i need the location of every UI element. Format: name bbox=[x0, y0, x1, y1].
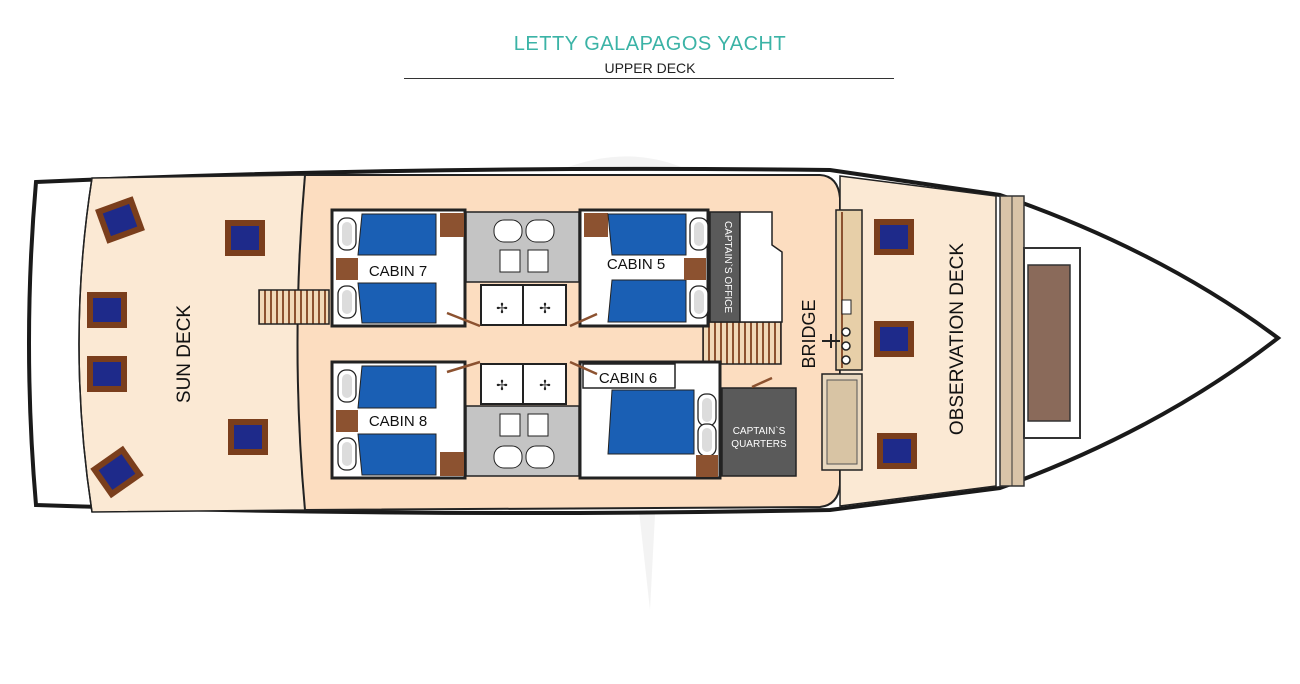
doors bbox=[446, 311, 773, 389]
bridge-label: BRIDGE bbox=[799, 299, 819, 368]
svg-text:✢: ✢ bbox=[496, 377, 508, 393]
bow-hatch bbox=[1027, 264, 1071, 422]
svg-text:✢: ✢ bbox=[496, 300, 508, 316]
cabin-6-label: CABIN 6 bbox=[599, 370, 657, 387]
captains-quarters: CAPTAIN`S QUARTERS bbox=[721, 387, 797, 477]
svg-text:✢: ✢ bbox=[539, 377, 551, 393]
stairs-sun-deck bbox=[258, 289, 330, 325]
observation-deck-area bbox=[839, 175, 997, 507]
sun-deck-label: SUN DECK bbox=[174, 305, 195, 404]
cabin-8 bbox=[330, 360, 467, 480]
observation-deck-label: OBSERVATION DECK bbox=[947, 243, 968, 435]
bathroom-upper: ✢ ✢ bbox=[465, 211, 580, 326]
cabin-5-label: CABIN 5 bbox=[607, 256, 665, 273]
bridge bbox=[821, 209, 863, 471]
cabin-5 bbox=[578, 208, 710, 328]
svg-text:CAPTAIN`S OFFICE: CAPTAIN`S OFFICE bbox=[722, 221, 734, 313]
cabin-8-label: CABIN 8 bbox=[369, 413, 427, 430]
svg-text:QUARTERS: QUARTERS bbox=[731, 439, 787, 450]
cabin-7 bbox=[330, 208, 467, 328]
captains-office: CAPTAIN`S OFFICE bbox=[709, 211, 783, 323]
bathroom-lower: ✢ ✢ bbox=[465, 363, 580, 477]
svg-text:CAPTAIN`S: CAPTAIN`S bbox=[733, 425, 786, 437]
cabin-6 bbox=[578, 360, 722, 480]
page-title: LETTY GALAPAGOS YACHT bbox=[513, 33, 787, 55]
title-underline bbox=[404, 78, 894, 79]
stairs-bridge bbox=[702, 321, 782, 365]
svg-text:✢: ✢ bbox=[539, 300, 551, 316]
deck-subtitle: UPPER DECK bbox=[604, 60, 696, 76]
cabin-7-label: CABIN 7 bbox=[369, 263, 427, 280]
